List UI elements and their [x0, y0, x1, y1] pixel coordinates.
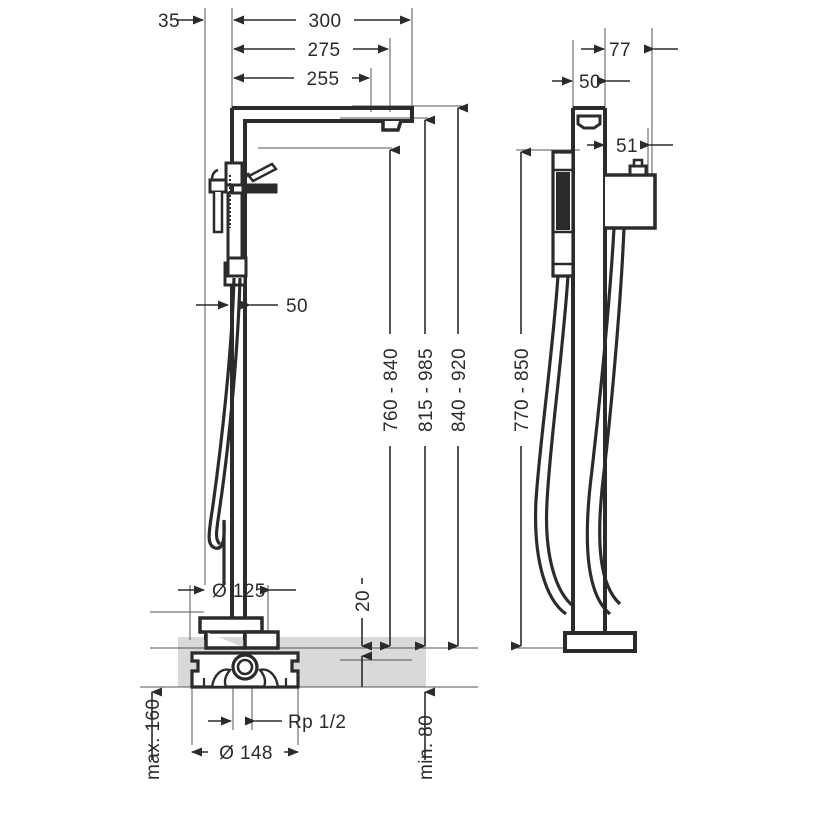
dim-label-770-850: 770 - 850 [512, 348, 533, 432]
front-top-dimension-labels: 300 275 255 35 [158, 8, 354, 90]
dim-label-77: 77 [609, 40, 631, 61]
dim-label-max160: max. 160 [143, 699, 164, 780]
side-elevation-geometry [533, 106, 657, 653]
dim-label-51: 51 [616, 136, 638, 157]
dim-label-300: 300 [309, 11, 342, 32]
dim-label-275: 275 [308, 40, 341, 61]
front-elevation-geometry [190, 106, 414, 689]
front-vertical-dimension-labels: 760 - 840 815 - 985 840 - 920 [378, 334, 471, 446]
side-vertical-dimension-label: 770 - 850 [509, 334, 534, 446]
front-min80-dimension [410, 686, 450, 760]
dim-label-815-985: 815 - 985 [416, 348, 437, 432]
dim-label-dia125: Ø 125 [212, 581, 266, 602]
front-top-dimension-lines [176, 15, 411, 83]
dim-label-dia148: Ø 148 [219, 743, 273, 764]
dia148-label-group: Ø 148 [208, 740, 284, 764]
dim-label-255: 255 [307, 69, 340, 90]
dim-label-20: 20 [353, 590, 374, 612]
dim-20-label-group: 20 [352, 584, 374, 618]
front-max160-dimension [140, 686, 176, 760]
dim-label-50-front: 50 [286, 296, 308, 317]
dim-label-rp: Rp 1/2 [288, 712, 346, 733]
dim-label-760-840: 760 - 840 [381, 348, 402, 432]
side-top-dimension-labels: 77 50 51 [579, 40, 638, 157]
dim-label-50-side: 50 [579, 72, 601, 93]
dim-label-min80: min. 80 [416, 715, 437, 780]
side-top-dimension-lines [552, 44, 678, 150]
dim-label-840-920: 840 - 920 [449, 348, 470, 432]
dim-label-35: 35 [158, 11, 180, 32]
